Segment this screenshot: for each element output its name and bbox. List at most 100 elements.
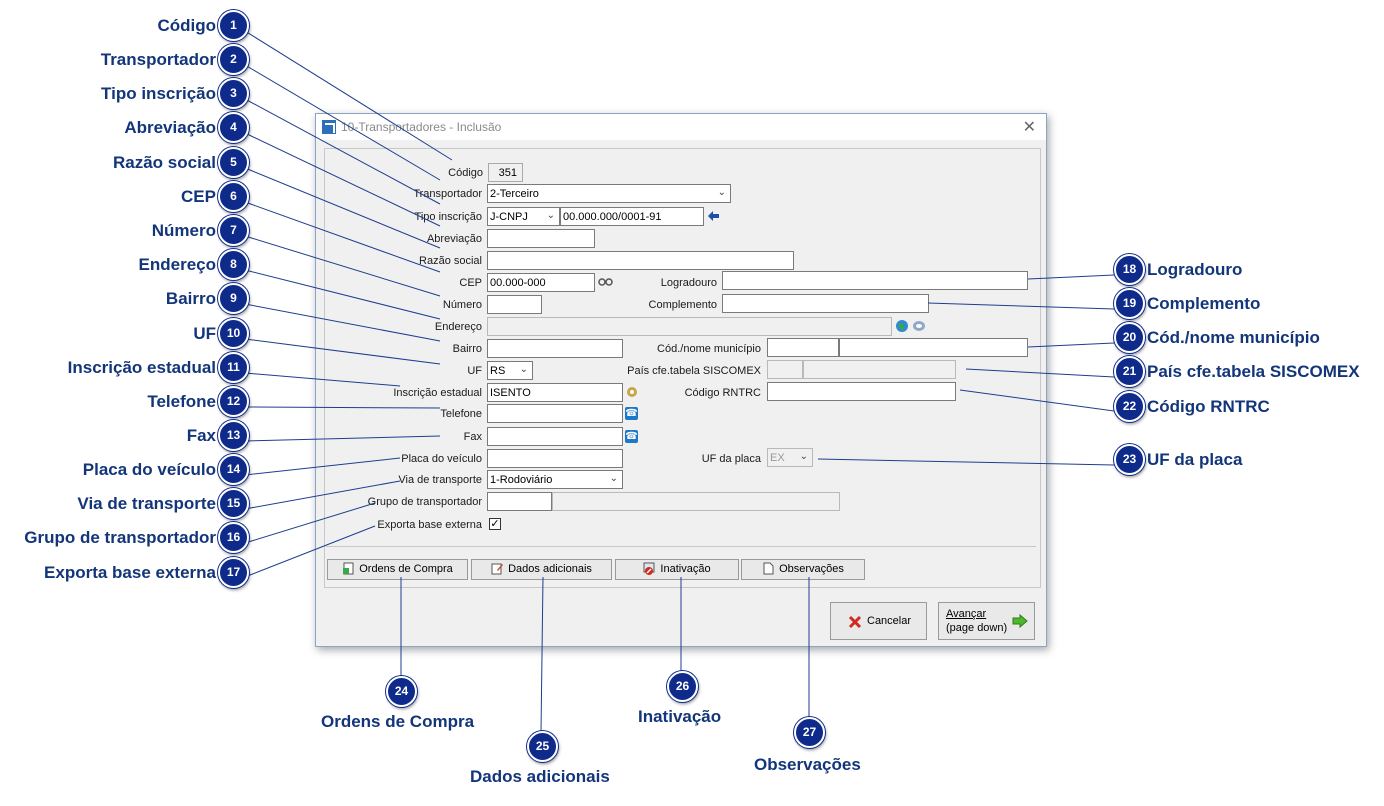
uf-placa-select: EX⌄ [767,448,813,467]
document-icon [343,562,354,575]
dados-adicionais-button[interactable]: Dados adicionais [471,559,612,580]
callout-badge-9: 9 [218,283,249,314]
tipo-inscricao-label: Tipo inscrição [414,211,482,223]
pais-label: País cfe.tabela SISCOMEX [627,365,761,377]
chevron-down-icon: ⌄ [546,210,555,221]
pais-code-field [767,360,803,379]
phone-icon[interactable]: ☎ [625,407,638,420]
transportador-select[interactable]: 2-Terceiro ⌄ [487,184,731,203]
complemento-label: Complemento [648,299,717,311]
callout-badge-22: 22 [1114,391,1145,422]
codigo-field[interactable]: 351 [488,163,523,182]
callout-label-numero: Número [151,221,216,240]
uf-select[interactable]: RS⌄ [487,361,533,380]
callout-label-inativacao: Inativação [638,707,722,726]
callout-badge-6: 6 [218,181,249,212]
callout-badge-10: 10 [218,318,249,349]
callout-label-endereco: Endereço [138,255,216,274]
form-groupbox [324,148,1041,588]
callout-label-exporta: Exporta base externa [44,563,216,582]
callout-badge-13: 13 [218,420,249,451]
fax-label: Fax [463,431,482,443]
callout-label-municipio: Cód./nome município [1147,328,1320,347]
via-transporte-select[interactable]: 1-Rodoviário⌄ [487,470,623,489]
block-icon [643,562,655,575]
grupo-name-field [552,492,840,511]
inativacao-label: Inativação [660,563,711,575]
callout-label-uf: UF [193,324,216,343]
search-cep-icon[interactable] [598,276,613,288]
endereco-label: Endereço [434,321,482,333]
municipio-name-field[interactable] [839,338,1028,357]
municipio-code-field[interactable] [767,338,839,357]
dados-adicionais-label: Dados adicionais [508,563,592,575]
callout-badge-20: 20 [1114,322,1145,353]
exporta-checkbox[interactable]: ✓ [489,518,501,530]
callout-badge-26: 26 [667,671,698,702]
inscricao-estadual-field[interactable]: ISENTO [487,383,623,402]
callout-label-abreviacao: Abreviação [124,118,216,137]
bairro-field[interactable] [487,339,623,358]
chevron-down-icon: ⌄ [717,187,726,198]
callout-badge-19: 19 [1114,288,1145,319]
numero-label: Número [442,299,482,311]
title-bar: 10-Transportadores - Inclusão ✕ [316,114,1046,140]
cancelar-button[interactable]: Cancelar [830,602,927,640]
transportador-label: Transportador [413,188,482,200]
callout-badge-15: 15 [218,488,249,519]
logradouro-field[interactable] [722,271,1028,290]
inativacao-button[interactable]: Inativação [615,559,739,580]
callout-label-tipo-inscricao: Tipo inscrição [101,84,216,103]
map-icon[interactable] [912,319,926,333]
notes-icon [763,562,774,575]
callout-badge-7: 7 [218,215,249,246]
chevron-down-icon: ⌄ [799,451,808,462]
abreviacao-field[interactable] [487,229,595,248]
callout-label-telefone: Telefone [147,392,216,411]
rntrc-field[interactable] [767,382,956,401]
fax-field[interactable] [487,427,623,446]
callout-badge-8: 8 [218,249,249,280]
grupo-code-field[interactable] [487,492,552,511]
avancar-button[interactable]: Avançar (page down) [938,602,1035,640]
observacoes-label: Observações [779,563,844,575]
razao-social-field[interactable] [487,251,794,270]
avancar-label: Avançar [946,608,987,620]
tipo-inscricao-select[interactable]: J-CNPJ⌄ [487,207,560,226]
globe-icon[interactable] [895,319,909,333]
callout-label-inscricao-estadual: Inscrição estadual [67,358,216,377]
grupo-label: Grupo de transportador [367,496,482,508]
telefone-label: Telefone [440,408,482,420]
bairro-label: Bairro [452,343,482,355]
app-icon [322,120,336,134]
callout-badge-27: 27 [794,717,825,748]
uf-placa-label: UF da placa [701,453,761,465]
ordens-compra-label: Ordens de Compra [359,563,453,575]
validate-icon[interactable] [707,209,721,222]
callout-label-dados: Dados adicionais [470,767,610,786]
query-ie-icon[interactable] [625,385,639,399]
callout-badge-4: 4 [218,112,249,143]
close-icon[interactable]: ✕ [1022,119,1036,136]
cep-field[interactable]: 00.000-000 [487,273,595,292]
numero-field[interactable] [487,295,542,314]
callout-badge-24: 24 [386,676,417,707]
telefone-field[interactable] [487,404,623,423]
razao-social-label: Razão social [419,255,482,267]
logradouro-label: Logradouro [660,277,717,289]
callout-badge-2: 2 [218,44,249,75]
placa-field[interactable] [487,449,623,468]
ordens-compra-button[interactable]: Ordens de Compra [327,559,468,580]
phone-icon[interactable]: ☎ [625,430,638,443]
callout-badge-1: 1 [218,10,249,41]
avancar-shortcut-label: (page down) [946,622,1008,634]
callout-label-observacoes: Observações [754,755,861,774]
callout-badge-3: 3 [218,78,249,109]
transportador-value: 2-Terceiro [490,188,539,200]
callout-badge-12: 12 [218,386,249,417]
observacoes-button[interactable]: Observações [741,559,865,580]
complemento-field[interactable] [722,294,929,313]
cnpj-field[interactable]: 00.000.000/0001-91 [560,207,704,226]
window-title: 10-Transportadores - Inclusão [341,120,502,134]
cancelar-label: Cancelar [867,615,912,627]
